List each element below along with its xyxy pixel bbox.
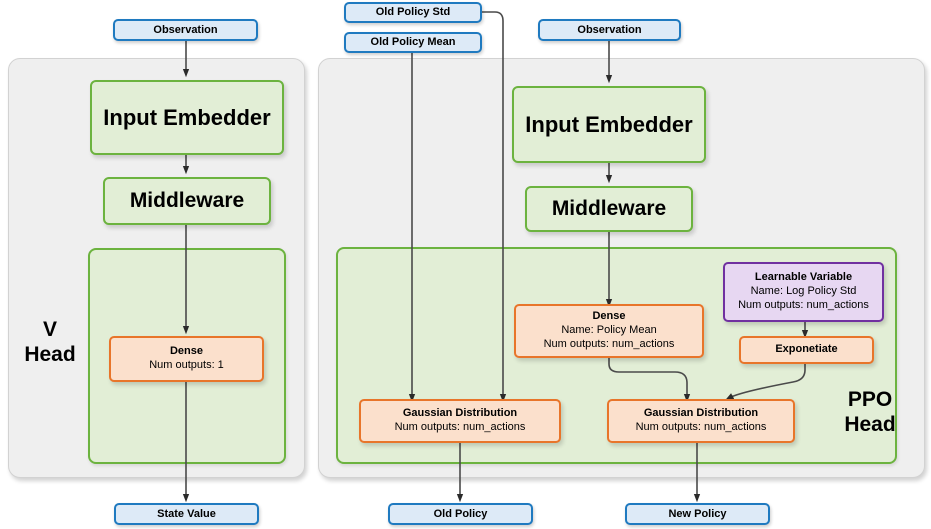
v-middleware-label: Middleware <box>129 189 245 212</box>
output-old-policy[interactable]: Old Policy <box>388 503 533 525</box>
input-observation-v[interactable]: Observation <box>113 19 258 41</box>
ppo-gaussian-new-num-outputs: Num outputs: num_actions <box>635 421 767 433</box>
ppo-exponentiate-label: Exponetiate <box>775 343 838 356</box>
ppo-gaussian-new-title: Gaussian Distribution <box>643 407 759 420</box>
v-middleware[interactable]: Middleware <box>103 177 271 225</box>
ppo-learnable-variable-title: Learnable Variable <box>754 271 853 284</box>
ppo-gaussian-old-num-outputs: Num outputs: num_actions <box>394 421 526 433</box>
ppo-learnable-variable-num-outputs: Num outputs: num_actions <box>738 298 869 311</box>
ppo-dense-title: Dense <box>592 310 626 323</box>
input-old-policy-mean-label: Old Policy Mean <box>370 36 456 48</box>
ppo-dense-policy-mean[interactable]: Dense Name: Policy Mean Num outputs: num… <box>514 304 704 358</box>
input-observation-v-label: Observation <box>153 23 218 36</box>
ppo-input-embedder[interactable]: Input Embedder <box>512 86 706 163</box>
ppo-learnable-variable-name: Name: Log Policy Std <box>750 285 857 298</box>
input-old-policy-mean[interactable]: Old Policy Mean <box>344 32 482 53</box>
ppo-dense-name: Name: Policy Mean <box>561 324 657 337</box>
output-new-policy-label: New Policy <box>668 507 727 520</box>
ppo-gaussian-distribution-new[interactable]: Gaussian Distribution Num outputs: num_a… <box>607 399 795 443</box>
ppo-dense-num-outputs: Num outputs: num_actions <box>543 337 675 350</box>
ppo-middleware-label: Middleware <box>551 197 667 220</box>
input-old-policy-std-label: Old Policy Std <box>375 6 451 18</box>
input-old-policy-std[interactable]: Old Policy Std <box>344 2 482 23</box>
ppo-learnable-variable-log-policy-std[interactable]: Learnable Variable Name: Log Policy Std … <box>723 262 884 322</box>
ppo-head-label-line1: PPO <box>847 388 893 411</box>
ppo-gaussian-old-title: Gaussian Distribution <box>402 407 518 420</box>
ppo-exponentiate[interactable]: Exponetiate <box>739 336 874 364</box>
ppo-head-label: PPO Head <box>820 388 920 438</box>
v-head-label-line1: V <box>42 318 57 341</box>
v-input-embedder-label: Input Embedder <box>103 104 271 130</box>
input-observation-ppo[interactable]: Observation <box>538 19 681 41</box>
output-old-policy-label: Old Policy <box>433 507 488 520</box>
v-head-label: V Head <box>14 318 86 368</box>
v-dense[interactable]: Dense Num outputs: 1 <box>109 336 264 382</box>
v-dense-num-outputs: Num outputs: 1 <box>149 359 224 371</box>
output-state-value[interactable]: State Value <box>114 503 259 525</box>
output-state-value-label: State Value <box>157 507 216 520</box>
ppo-gaussian-distribution-old[interactable]: Gaussian Distribution Num outputs: num_a… <box>359 399 561 443</box>
ppo-head-label-line2: Head <box>844 412 896 436</box>
input-observation-ppo-label: Observation <box>577 23 642 36</box>
output-new-policy[interactable]: New Policy <box>625 503 770 525</box>
v-input-embedder[interactable]: Input Embedder <box>90 80 284 155</box>
ppo-input-embedder-label: Input Embedder <box>525 111 693 137</box>
ppo-middleware[interactable]: Middleware <box>525 186 693 232</box>
v-head-label-line2: Head <box>24 342 76 366</box>
v-dense-title: Dense <box>169 345 204 358</box>
